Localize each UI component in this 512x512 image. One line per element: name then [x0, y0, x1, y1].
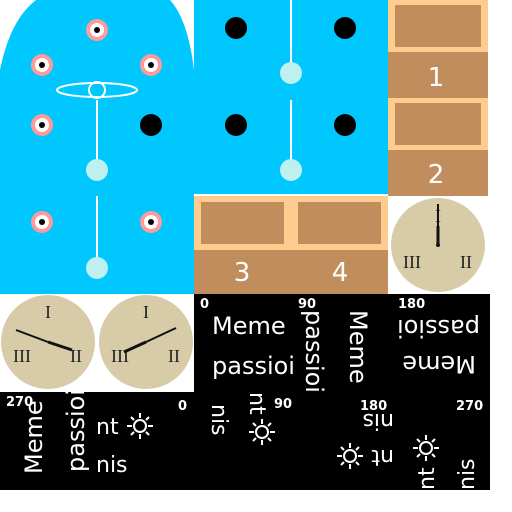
- word-text: nt: [415, 467, 440, 490]
- word-text: nis: [362, 408, 394, 433]
- blue-pendulum-tile: [194, 0, 388, 194]
- pink-button-icon: [31, 211, 53, 233]
- word-text: nt: [244, 392, 269, 415]
- pendulum: [280, 0, 302, 84]
- text-atlas-bottom: 270 Meme passioi 0 nt nis 90 nis nt 180 …: [0, 392, 490, 490]
- clock-icon: I III II: [99, 295, 193, 389]
- pink-button-icon: [86, 19, 108, 41]
- black-dot: [334, 114, 356, 136]
- word-text: passioi: [212, 352, 295, 380]
- word-text: nt: [96, 415, 119, 440]
- black-dot: [225, 17, 247, 39]
- word-text: Meme: [344, 310, 372, 384]
- crate-label: 4: [332, 258, 349, 288]
- eye-icon: [56, 81, 138, 99]
- rotation-label: 90: [298, 297, 316, 312]
- svg-text:II: II: [70, 346, 82, 366]
- pink-button-icon: [140, 54, 162, 76]
- clock-icon: I III II: [1, 295, 95, 389]
- rotation-label: 270: [456, 399, 483, 414]
- sun-icon: [127, 413, 153, 439]
- word-text: passioi: [300, 310, 328, 392]
- clock-icon: I III II: [391, 198, 485, 292]
- svg-text:I: I: [45, 302, 51, 322]
- rotation-label: 270: [6, 395, 33, 410]
- crate-label: 3: [234, 258, 251, 288]
- svg-text:III: III: [403, 252, 421, 272]
- word-text: nis: [96, 453, 128, 478]
- rotation-label: 0: [200, 297, 209, 312]
- blue-sprite-tile: [0, 0, 194, 294]
- pendulum: [86, 196, 108, 279]
- crate-row: 3 4: [194, 196, 388, 294]
- word-text: passioi: [397, 314, 480, 342]
- pendulum: [86, 100, 108, 181]
- rotation-label: 90: [274, 397, 292, 412]
- pink-button-icon: [31, 54, 53, 76]
- pink-button-icon: [31, 114, 53, 136]
- svg-text:II: II: [168, 346, 180, 366]
- crate-column: 1 2: [388, 0, 488, 196]
- svg-text:III: III: [111, 346, 129, 366]
- word-text: passioi: [62, 392, 90, 472]
- sun-icon: [249, 419, 275, 445]
- crate-label: 1: [428, 63, 445, 93]
- rotation-label: 0: [178, 399, 187, 414]
- text-atlas-top: 0 Meme passioi 90 passioi Meme 180 passi…: [194, 294, 490, 392]
- svg-text:II: II: [460, 252, 472, 272]
- black-dot: [140, 114, 162, 136]
- word-text: Meme: [212, 312, 286, 340]
- word-text: nt: [371, 444, 394, 469]
- rotation-label: 180: [360, 399, 387, 414]
- crate-label: 2: [428, 160, 445, 190]
- sun-icon: [413, 435, 439, 461]
- sun-icon: [337, 443, 363, 469]
- rotation-label: 180: [398, 297, 425, 312]
- black-dot: [225, 114, 247, 136]
- word-text: Meme: [402, 350, 476, 378]
- svg-text:I: I: [143, 302, 149, 322]
- pendulum: [280, 100, 302, 181]
- pink-button-icon: [140, 211, 162, 233]
- word-text: Meme: [20, 400, 48, 474]
- svg-text:III: III: [13, 346, 31, 366]
- word-text: nis: [455, 458, 480, 490]
- word-text: nis: [206, 404, 231, 436]
- black-dot: [334, 17, 356, 39]
